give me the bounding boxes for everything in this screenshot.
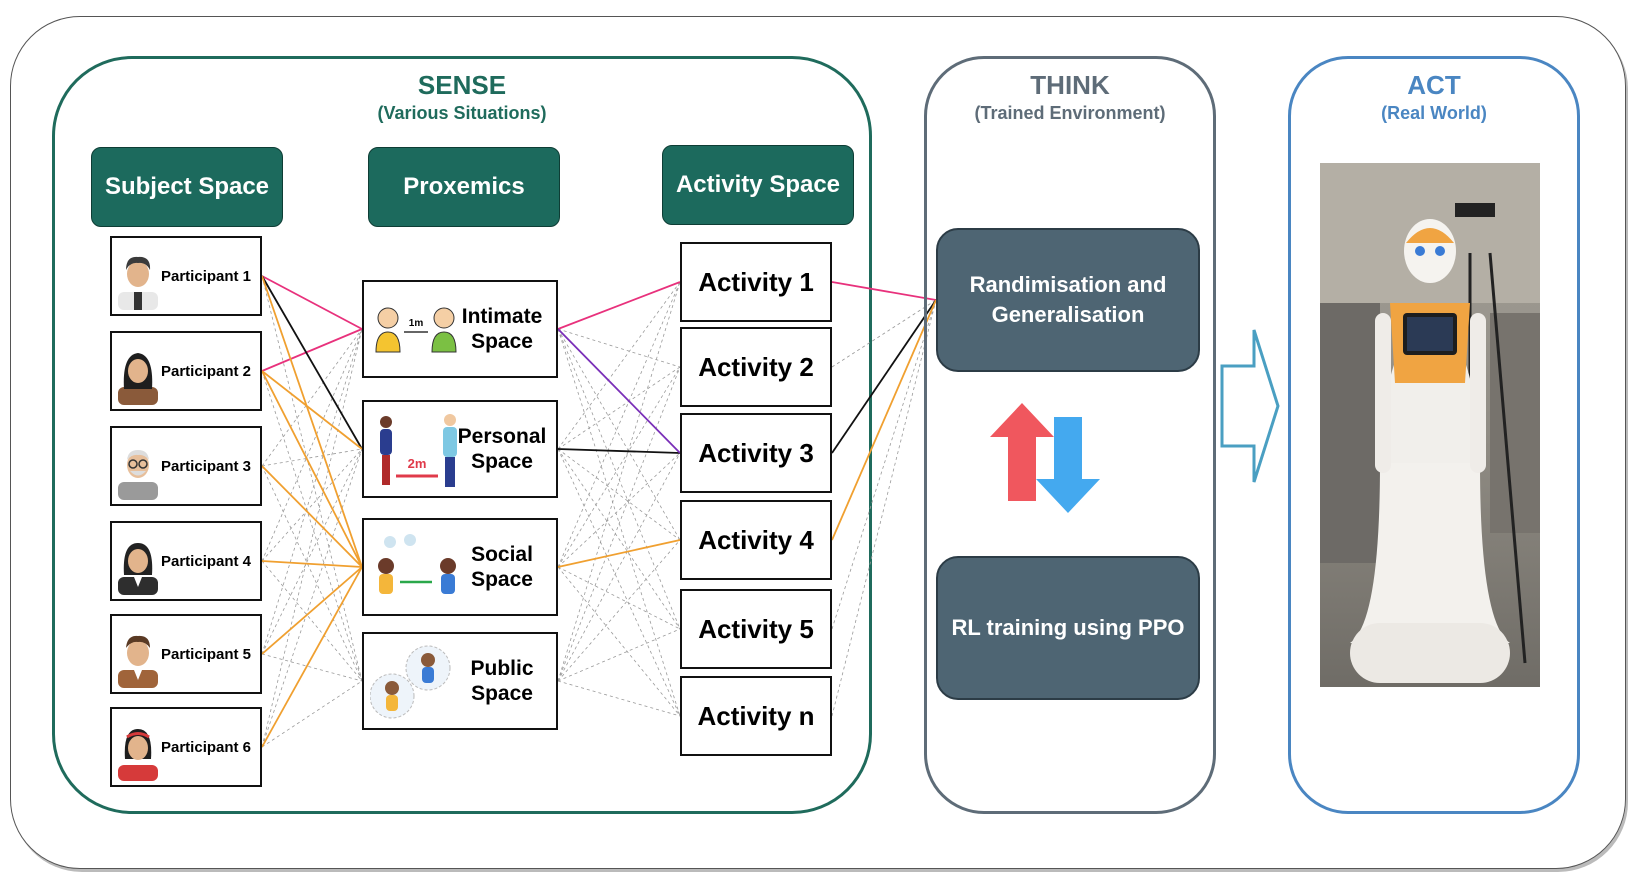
proxemics-label: Personal Space — [457, 424, 547, 473]
woman-long-hair-avatar — [118, 353, 158, 405]
proxemics-label: Social Space — [471, 542, 533, 591]
act-panel — [1288, 56, 1580, 814]
social-space-box: Social Space — [362, 518, 558, 616]
people-in-circles-icon — [370, 645, 451, 719]
sense-subtitle: (Various Situations) — [377, 103, 547, 123]
activity-box-1: Activity 1 — [680, 242, 832, 322]
outer-frame — [10, 16, 1626, 869]
participant-box-2: Participant 2 — [110, 331, 262, 411]
think-panel — [924, 56, 1216, 814]
participant-box-3: Participant 3 — [110, 426, 262, 506]
two-people-1m-icon: 1m — [375, 307, 457, 353]
participant-label: Participant 5 — [161, 645, 252, 663]
man-brown-suit-avatar — [118, 635, 158, 688]
up-down-arrows-icon — [990, 403, 1100, 513]
think-title: THINK — [1030, 70, 1110, 100]
two-people-talking-icon — [378, 534, 456, 594]
participant-box-5: Participant 5 — [110, 614, 262, 694]
participant-box-1: Participant 1 — [110, 236, 262, 316]
participant-box-4: Participant 4 — [110, 521, 262, 601]
participant-label: Participant 3 — [161, 457, 252, 475]
participant-label: Participant 6 — [161, 738, 252, 756]
rl-training-box: RL training using PPO — [936, 556, 1200, 700]
man-short-hair-avatar — [118, 256, 158, 310]
public-space-box: Public Space — [362, 632, 558, 730]
sense-title: SENSE — [417, 70, 507, 100]
proxemics-label: Public Space — [470, 656, 534, 705]
participant-label: Participant 2 — [161, 362, 252, 380]
distance-label: 1m — [409, 318, 424, 329]
intimate-space-box: 1m Intimate Space — [362, 280, 558, 378]
woman-suit-avatar — [118, 543, 158, 595]
activity-box-5: Activity 5 — [680, 589, 832, 669]
think-subtitle: (Trained Environment) — [974, 103, 1166, 123]
personal-space-box: 2m Personal Space — [362, 400, 558, 498]
elderly-man-glasses-avatar — [118, 450, 158, 500]
woman-red-headband-avatar — [118, 729, 158, 781]
two-people-2m-icon: 2m — [380, 414, 457, 487]
act-subtitle: (Real World) — [1381, 103, 1487, 123]
participant-box-6: Participant 6 — [110, 707, 262, 787]
proxemics-header: Proxemics — [368, 147, 560, 227]
proxemics-label: Intimate Space — [461, 304, 543, 353]
service-robot-photo — [1320, 163, 1540, 687]
hollow-right-arrow-icon — [1220, 329, 1280, 483]
participant-label: Participant 1 — [161, 267, 252, 285]
participant-label: Participant 4 — [161, 552, 252, 570]
distance-label: 2m — [408, 456, 427, 471]
activity-box-3: Activity 3 — [680, 413, 832, 493]
activity-box-2: Activity 2 — [680, 327, 832, 407]
activity-box-n: Activity n — [680, 676, 832, 756]
activity-space-header: Activity Space — [662, 145, 854, 225]
subject-space-header: Subject Space — [91, 147, 283, 227]
act-title: ACT — [1407, 70, 1461, 100]
activity-box-4: Activity 4 — [680, 500, 832, 580]
randomisation-box: Randimisation and Generalisation — [936, 228, 1200, 372]
